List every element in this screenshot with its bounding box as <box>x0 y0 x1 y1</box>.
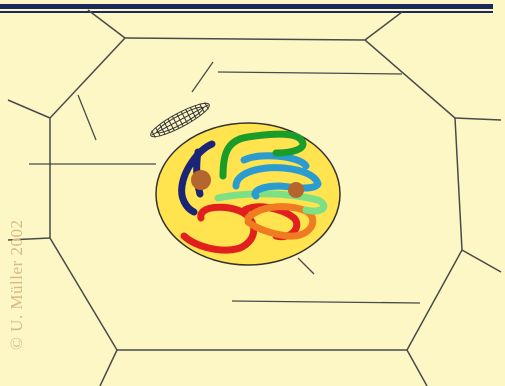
header-rule <box>0 4 493 13</box>
header-rule-top <box>0 4 493 9</box>
nucleolus <box>288 182 304 198</box>
copyright-credit: © U. Müller 2002 <box>7 220 27 350</box>
header-rule-bottom <box>0 11 493 13</box>
nucleolus <box>191 170 211 190</box>
